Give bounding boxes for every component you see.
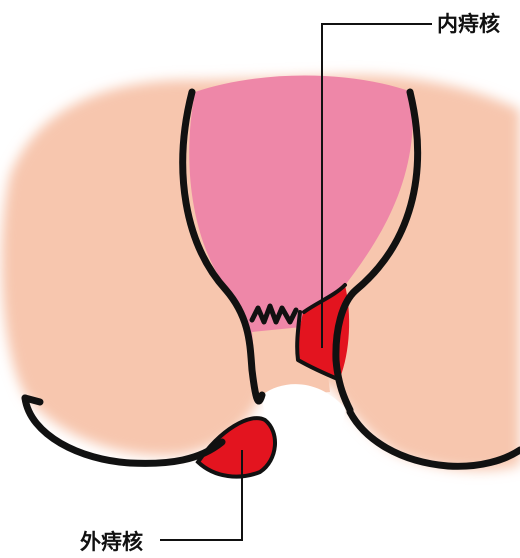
external-hemorrhoid-label: 外痔核: [80, 532, 143, 553]
internal-hemorrhoid-label: 内痔核: [437, 14, 500, 35]
